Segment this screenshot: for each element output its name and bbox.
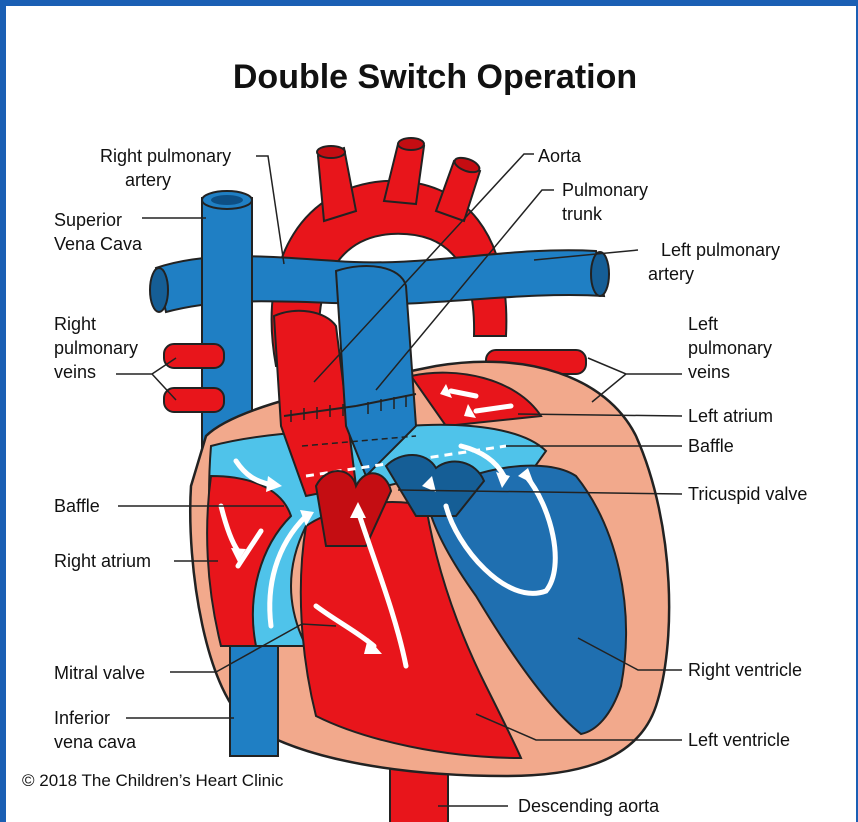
inferior-vena-cava-vessel — [230, 646, 278, 756]
label-right-atrium: Right atrium — [54, 549, 151, 573]
label-baffle-left: Baffle — [54, 494, 100, 518]
label-tricuspid-valve: Tricuspid valve — [688, 482, 807, 506]
label-descending-aorta: Descending aorta — [518, 794, 659, 818]
label-right-pulmonary-artery: Right pulmonary artery — [100, 144, 231, 192]
label-left-pulmonary-veins: Left pulmonary veins — [688, 312, 772, 384]
label-inferior-vena-cava: Inferior vena cava — [54, 706, 136, 754]
right-pulmonary-vein-lower — [164, 388, 224, 412]
label-pulmonary-trunk: Pulmonary trunk — [562, 178, 648, 226]
label-baffle-right: Baffle — [688, 434, 734, 458]
aortic-branch-1 — [318, 148, 356, 221]
label-left-atrium: Left atrium — [688, 404, 773, 428]
label-mitral-valve: Mitral valve — [54, 661, 145, 685]
label-right-pulmonary-veins: Right pulmonary veins — [54, 312, 138, 384]
copyright-notice: © 2018 The Children’s Heart Clinic — [22, 771, 283, 791]
label-aorta: Aorta — [538, 144, 581, 168]
label-left-ventricle: Left ventricle — [688, 728, 790, 752]
right-pulmonary-vein-upper — [164, 344, 224, 368]
label-superior-vena-cava: Superior Vena Cava — [54, 208, 142, 256]
label-left-pulmonary-artery: Left pulmonary artery — [648, 238, 780, 286]
label-right-ventricle: Right ventricle — [688, 658, 802, 682]
aortic-branch-2 — [384, 144, 424, 204]
